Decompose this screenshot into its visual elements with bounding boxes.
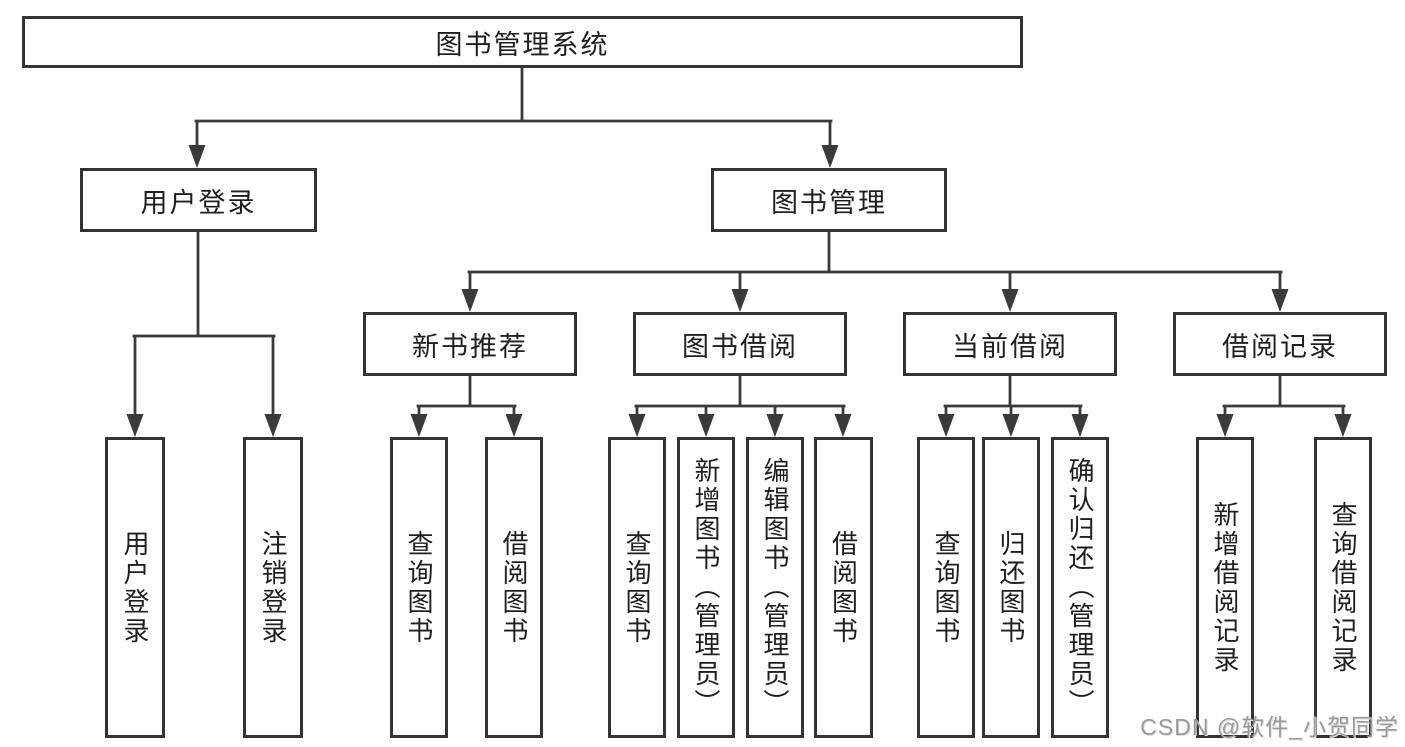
arrowhead <box>1002 414 1020 437</box>
arrowhead <box>1216 414 1234 437</box>
node-label: 图书管理系统 <box>435 29 610 60</box>
leaf-bb-query-books: 查询图书 <box>608 437 666 738</box>
node-label: 新增借阅记录 <box>1210 500 1240 675</box>
node-label: 用户登录 <box>120 529 150 646</box>
leaf-bb-edit-books-admin: 编辑图书（管理员） <box>746 437 804 738</box>
node-label: 借阅图书 <box>828 529 859 646</box>
arrowhead <box>264 414 282 437</box>
arrowhead <box>188 145 206 168</box>
node-label: 新书推荐 <box>412 331 528 362</box>
leaf-logout: 注销登录 <box>243 437 303 738</box>
leaf-nb-query-books: 查询图书 <box>390 437 448 738</box>
node-root: 图书管理系统 <box>22 16 1023 68</box>
node-label: 查询图书 <box>931 529 961 646</box>
node-label: 查询借阅记录 <box>1328 500 1358 675</box>
arrowhead <box>834 414 852 437</box>
node-label: 注销登录 <box>258 529 288 646</box>
arrowhead <box>126 414 144 437</box>
arrowhead <box>461 289 479 312</box>
arrowhead <box>1334 414 1352 437</box>
leaf-bb-add-books-admin: 新增图书（管理员） <box>677 437 735 738</box>
arrowhead <box>1001 289 1019 312</box>
node-label: 新增图书（管理员） <box>691 457 721 718</box>
arrowhead <box>410 414 428 437</box>
connector-borrow-records <box>1222 374 1346 421</box>
leaf-cb-query-books: 查询图书 <box>917 437 975 738</box>
node-label: 确认归还（管理员） <box>1065 457 1095 718</box>
node-label: 编辑图书（管理员） <box>760 457 790 718</box>
arrowhead <box>731 289 749 312</box>
connector-current-borrow <box>943 374 1083 421</box>
leaf-bb-borrow-books: 借阅图书 <box>814 437 873 738</box>
node-book-borrow: 图书借阅 <box>633 312 847 376</box>
connector-new-book-rec <box>416 374 517 421</box>
watermark: CSDN @软件_小贺同学 <box>1140 714 1399 740</box>
node-user-login: 用户登录 <box>80 168 317 232</box>
arrowhead <box>766 414 784 437</box>
node-label: 借阅记录 <box>1222 331 1338 362</box>
node-label: 借阅图书 <box>499 529 529 646</box>
arrowhead <box>697 414 715 437</box>
connector-book-mgmt <box>467 230 1283 296</box>
leaf-nb-borrow-books: 借阅图书 <box>485 437 543 738</box>
leaf-br-add-record: 新增借阅记录 <box>1196 437 1254 738</box>
connector-root <box>194 66 833 152</box>
connector-user-login <box>132 230 276 421</box>
leaf-br-query-record: 查询借阅记录 <box>1314 437 1372 738</box>
node-label: 查询图书 <box>404 529 434 646</box>
node-label: 图书借阅 <box>682 331 798 362</box>
node-borrow-records: 借阅记录 <box>1173 312 1387 376</box>
leaf-cb-confirm-return-admin: 确认归还（管理员） <box>1051 437 1109 738</box>
arrowhead <box>505 414 523 437</box>
arrowhead <box>628 414 646 437</box>
node-current-borrow: 当前借阅 <box>903 312 1117 376</box>
node-book-management: 图书管理 <box>711 168 947 232</box>
arrowhead <box>1071 414 1089 437</box>
node-label: 用户登录 <box>140 187 257 218</box>
arrowhead <box>1271 289 1289 312</box>
node-new-book-recommend: 新书推荐 <box>363 312 577 376</box>
node-label: 图书管理 <box>771 187 887 218</box>
node-label: 查询图书 <box>622 529 652 646</box>
leaf-cb-return-books: 归还图书 <box>982 437 1040 738</box>
arrowhead <box>821 145 839 168</box>
arrowhead <box>937 414 955 437</box>
connector-book-borrow <box>634 374 846 421</box>
node-label: 归还图书 <box>996 529 1026 646</box>
leaf-user-login: 用户登录 <box>105 437 165 738</box>
node-label: 当前借阅 <box>952 331 1068 362</box>
